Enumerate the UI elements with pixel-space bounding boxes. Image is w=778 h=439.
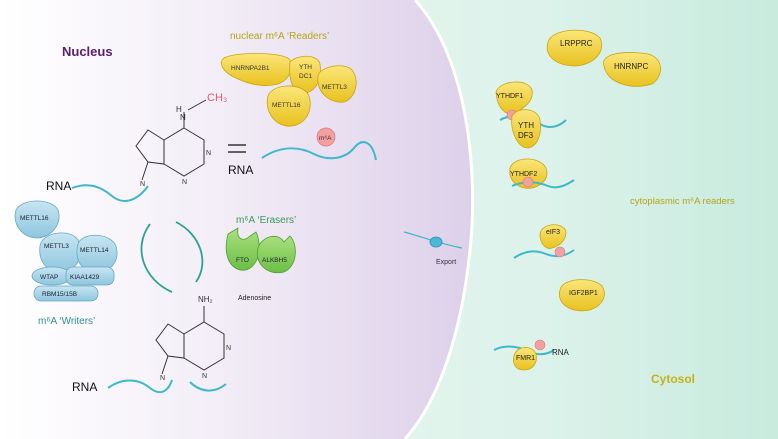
kiaa1429-writer-label: KIAA1429	[70, 274, 100, 281]
rna-fmr1-label: RNA	[552, 348, 570, 357]
n-label-top: N	[180, 113, 186, 122]
mettl3-writer-label: METTL3	[44, 243, 69, 250]
fto-label: FTO	[236, 257, 249, 264]
nuclear-pore-icon	[429, 236, 443, 248]
nuclear-envelope	[403, 0, 475, 439]
alkbh5-shape	[256, 235, 296, 274]
rna-label-1: RNA	[46, 179, 71, 193]
ythdf1-label: YTHDF1	[496, 93, 523, 100]
cytosol-label: Cytosol	[651, 372, 695, 386]
mettl14-writer-label: METTL14	[80, 247, 109, 254]
kiaa1429-writer-shape	[65, 266, 115, 286]
nuclear-mettl16-shape	[266, 85, 311, 127]
rna-label-2: RNA	[228, 163, 253, 177]
rna-eif3	[513, 249, 575, 259]
ythdf3-shape	[511, 109, 541, 149]
ythdf3-label-b: DF3	[518, 131, 534, 140]
circular-rna	[140, 221, 204, 293]
cytoplasmic-readers-label: cytoplasmic m⁶A readers	[630, 196, 735, 207]
mettl14-writer-shape	[76, 234, 118, 273]
lrpprc-label: LRPPRC	[560, 39, 593, 48]
lrpprc-shape	[546, 29, 602, 67]
fmr1-shape	[513, 347, 537, 371]
n-label-ring-1: N	[206, 150, 211, 157]
mettl3-writer-shape	[39, 232, 81, 273]
nucleus-label: Nucleus	[62, 44, 113, 59]
rna-strand-1	[71, 184, 149, 202]
amine-label: NH₂	[198, 295, 213, 304]
fmr1-label: FMR1	[516, 355, 535, 362]
export-label: Export	[436, 259, 456, 266]
m6a-structure	[135, 99, 207, 181]
m6a-mark-eif3	[554, 246, 566, 258]
hnrnpc-label: HNRNPC	[614, 62, 648, 71]
m6a-mark-fmr1	[534, 339, 546, 351]
m6a-mark	[316, 127, 336, 147]
hnrnpa2b1-label: HNRNPA2B1	[231, 65, 270, 72]
alkbh5-label: ALKBH5	[262, 257, 287, 264]
rbm15-writer-shape	[33, 285, 99, 302]
nuclear-readers-label: nuclear m⁶A ‘Readers’	[230, 31, 329, 42]
m6a-mark-ythdf2	[522, 176, 534, 188]
nucleus-region	[0, 0, 473, 439]
eif3-label: eIF3	[546, 229, 560, 236]
adenosine-label: Adenosine	[238, 295, 271, 302]
writers-label: m⁶A ‘Writers’	[38, 316, 95, 327]
m6a-tag: m⁶A	[319, 135, 332, 142]
ythdf2-label: YTHDF2	[510, 171, 537, 178]
n-label-ring-2: N	[182, 179, 187, 186]
rna-strand-3	[107, 379, 227, 394]
n-label-ad-2: N	[202, 373, 207, 380]
ythdf3-label-a: YTH	[518, 121, 534, 130]
n-label-ad-3: N	[160, 375, 165, 382]
igf2bp1-shape	[559, 279, 605, 312]
ythdf1-shape	[495, 81, 533, 115]
nuclear-mettl3-label: METTL3	[322, 84, 347, 91]
ythdc1-label-a: YTH	[299, 64, 312, 71]
ythdc1-label-b: DC1	[299, 73, 312, 80]
n-label-ring-3: N	[140, 181, 145, 188]
eif3-shape	[539, 224, 567, 249]
rna-strand-2	[261, 141, 377, 161]
erasers-label: m⁶A ‘Erasers’	[236, 215, 296, 226]
rbm15-writer-label: RBM15/15B	[42, 291, 77, 298]
n-label-ad-1: N	[226, 345, 231, 352]
nuclear-mettl16-label: METTL16	[272, 102, 301, 109]
mettl16-writer-shape	[14, 200, 60, 239]
methyl-label: CH₃	[207, 92, 227, 104]
adenosine-structure	[155, 306, 225, 375]
rna-label-3: RNA	[72, 380, 97, 394]
hnrnpa2b1-shape	[220, 53, 292, 86]
hnrnpc-shape	[603, 52, 661, 87]
nuclear-mettl3-shape	[317, 65, 357, 103]
mettl16-writer-label: METTL16	[20, 215, 49, 222]
wtap-writer-label: WTAP	[40, 274, 58, 281]
igf2bp1-label: IGF2BP1	[569, 290, 598, 297]
nh-label: H	[176, 105, 182, 114]
